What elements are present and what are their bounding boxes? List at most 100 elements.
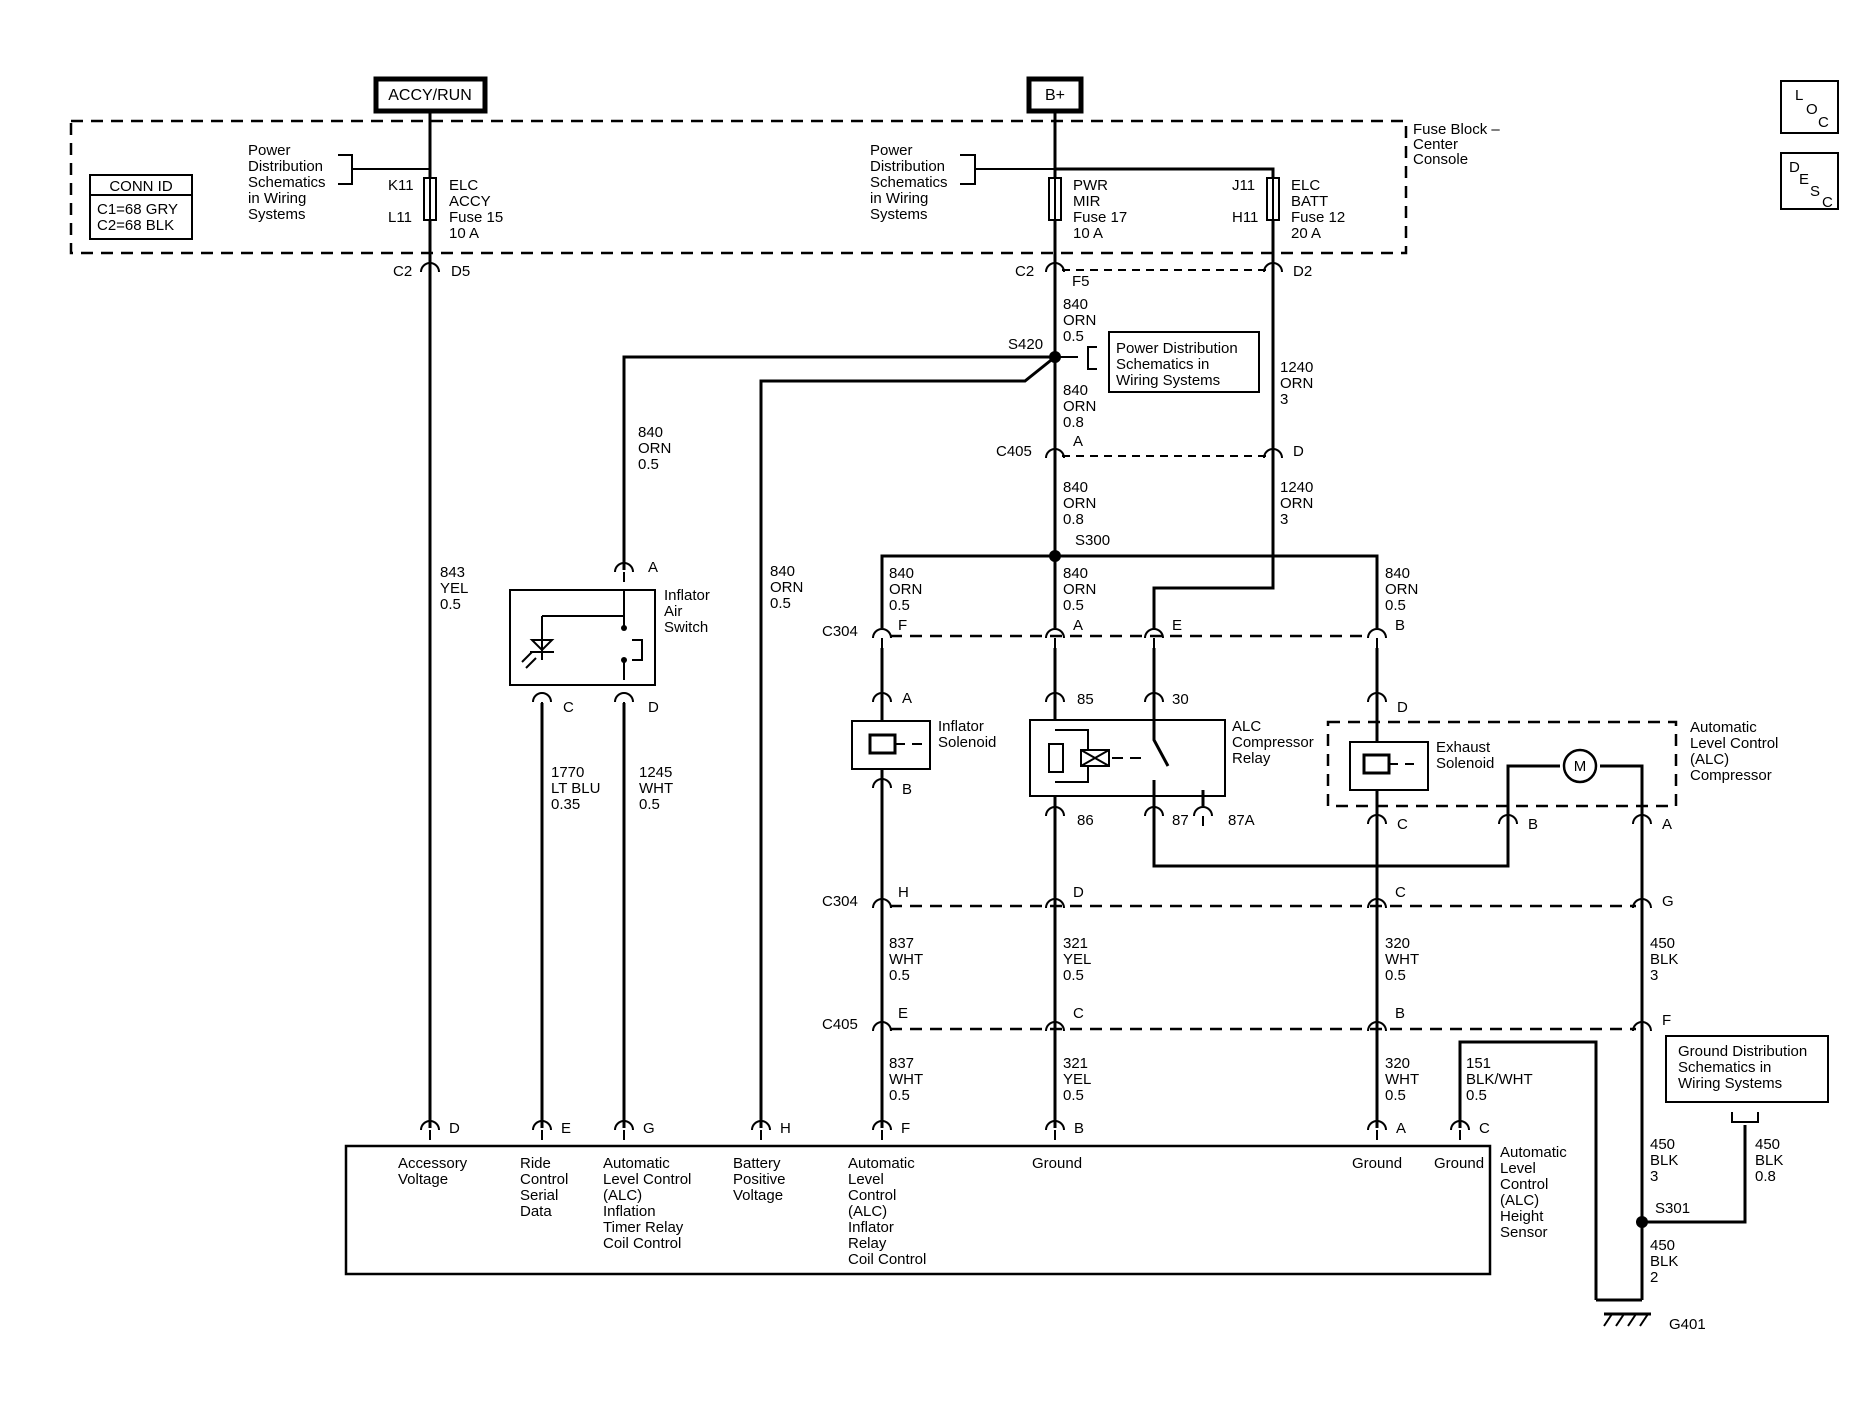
wire-label: 3 [1280,391,1288,408]
svg-text:10 A: 10 A [449,225,479,242]
wire-label: ORN [1063,581,1096,598]
connector-label: E [1172,617,1182,634]
sensor-pin-label: Coil Control [848,1251,926,1268]
wire-label: 321 [1063,935,1088,952]
wire-label: 843 [440,564,465,581]
svg-text:E: E [1799,171,1809,188]
wire-1240 [1152,220,1275,630]
wire-label: ORN [889,581,922,598]
svg-text:L: L [1795,87,1803,104]
svg-text:Compressor: Compressor [1690,767,1772,784]
connector-label: A [1073,433,1083,450]
svg-text:ELC: ELC [1291,177,1320,194]
wire-label: 840 [1063,479,1088,496]
svg-text:Schematics in: Schematics in [1678,1059,1771,1076]
svg-text:in Wiring: in Wiring [870,190,928,207]
wire-label: 0.5 [440,596,461,613]
alc-height-sensor: Automatic Level Control (ALC) Height Sen… [344,1144,1567,1276]
sensor-pin-label: Relay [848,1235,887,1252]
connector-pin [1144,628,1164,648]
svg-text:87: 87 [1172,812,1189,829]
svg-text:Automatic: Automatic [1500,1144,1567,1161]
sensor-pin-label: Battery [733,1155,781,1172]
fuse-12: J11 H11 ELC BATT Fuse 12 20 A [1055,167,1345,242]
svg-text:B+: B+ [1045,87,1065,104]
svg-text:S: S [1810,183,1820,200]
svg-text:Center: Center [1413,136,1458,153]
wire-label: 320 [1385,935,1410,952]
wire-label: 0.5 [889,597,910,614]
sensor-pin-label: Coil Control [603,1235,681,1252]
svg-text:ACCY/RUN: ACCY/RUN [388,87,472,104]
svg-text:MIR: MIR [1073,193,1101,210]
svg-text:in Wiring: in Wiring [248,190,306,207]
sensor-pin-letter: C [1479,1120,1490,1137]
svg-text:Console: Console [1413,151,1468,168]
connector-label: F [1662,1012,1671,1029]
connector-pin [1045,262,1065,282]
splice-s300 [1049,550,1061,562]
wire-label: 450 [1650,935,1675,952]
connector-pin [1367,628,1387,648]
svg-text:C: C [1822,194,1833,211]
sensor-pin-label: Serial [520,1187,558,1204]
connector-label: C [1073,1005,1084,1022]
sensor-pin-letter: D [449,1120,460,1137]
svg-text:(ALC): (ALC) [1500,1192,1539,1209]
svg-text:Systems: Systems [248,206,306,223]
wire-label: 840 [1063,565,1088,582]
wire-label: 837 [889,1055,914,1072]
wire-label: 0.5 [1385,967,1406,984]
svg-text:Compressor: Compressor [1232,734,1314,751]
svg-text:A: A [648,559,658,576]
svg-text:Systems: Systems [870,206,928,223]
description-icon[interactable]: D E S C [1780,152,1839,211]
sensor-pin-letter: B [1074,1120,1084,1137]
sensor-pin-label: Data [520,1203,552,1220]
connector-label: C304 [822,893,858,910]
wire-label: 0.5 [1063,967,1084,984]
wire-label: YEL [440,580,468,597]
wire-label: 450 [1755,1136,1780,1153]
svg-text:Level Control: Level Control [1690,735,1778,752]
svg-text:C1=68 GRY: C1=68 GRY [97,201,178,218]
splice-s301-label: S301 [1655,1200,1690,1217]
sensor-pin-label: Ground [1434,1155,1484,1172]
wire-label: YEL [1063,951,1091,968]
svg-text:Wiring Systems: Wiring Systems [1116,372,1220,389]
wire-label: WHT [889,951,923,968]
fuse-block-label: Fuse Block – Center Console [1413,121,1500,168]
connector-label: D5 [451,263,470,280]
svg-text:Power: Power [248,142,291,159]
svg-text:Fuse 12: Fuse 12 [1291,209,1345,226]
wire-label: BLK [1650,951,1678,968]
svg-text:ALC: ALC [1232,718,1261,735]
connector-pin [420,262,440,282]
connector-label: C405 [822,1016,858,1033]
wire-840-battery-feed [759,355,1056,1128]
sensor-pin-label: Accessory [398,1155,468,1172]
wire-label: ORN [1063,398,1096,415]
wire-87-to-compressor-b [1152,812,1510,868]
wire-label: 3 [1650,967,1658,984]
svg-text:CONN ID: CONN ID [109,178,173,195]
wire-label: 0.5 [1385,1087,1406,1104]
connector-pin [420,1120,440,1140]
location-icon[interactable]: L O C [1780,80,1839,134]
sensor-pin-label: Level Control [603,1171,691,1188]
svg-text:PWR: PWR [1073,177,1108,194]
svg-text:Schematics in: Schematics in [1116,356,1209,373]
svg-text:M: M [1574,758,1587,775]
ground-ref-box: Ground Distribution Schematics in Wiring… [1665,1035,1829,1123]
wire-label: 321 [1063,1055,1088,1072]
connector-label: C [1395,884,1406,901]
wire-label: LT BLU [551,780,600,797]
svg-text:BATT: BATT [1291,193,1328,210]
svg-text:Control: Control [1500,1176,1548,1193]
svg-text:Inflator: Inflator [664,587,710,604]
wire-label: YEL [1063,1071,1091,1088]
battery-positive-source: B+ [1026,76,1084,114]
wire-label: ORN [1063,495,1096,512]
sensor-pin-letter: H [780,1120,791,1137]
